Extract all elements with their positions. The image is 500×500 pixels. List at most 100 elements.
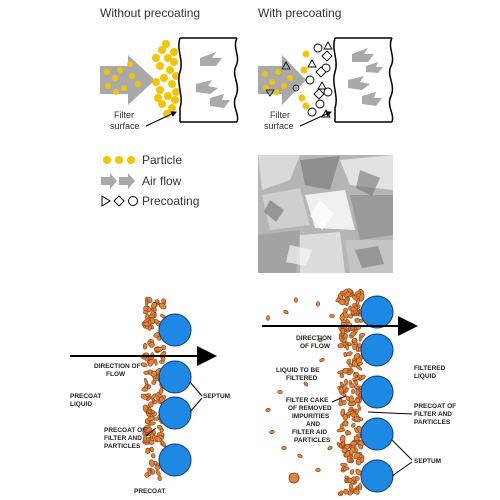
filter-box-right <box>333 37 394 123</box>
cake-particle <box>348 446 356 455</box>
panel-precoat: DIRECTION OF FLOW PRECOAT LIQUID SEPTUM … <box>70 296 230 495</box>
cake-particle <box>339 490 344 495</box>
cake-particle <box>144 377 149 386</box>
cake-particle <box>145 448 151 454</box>
cake-particle <box>148 401 154 408</box>
cake-particle <box>161 298 167 304</box>
filter-cake-label-5: FILTER AID <box>292 429 327 436</box>
precoat-pointer-left <box>145 427 157 437</box>
clogged-particles <box>152 40 180 118</box>
septum-circles-left <box>158 313 192 477</box>
cake-particle <box>355 346 360 352</box>
cake-particle <box>149 439 155 445</box>
cake-particle <box>145 393 151 397</box>
cake-particle <box>144 298 149 307</box>
filtered-liquid-label-2: LIQUID <box>414 373 436 380</box>
filter-surface-label-left-2: surface <box>110 121 140 131</box>
cake-particle <box>342 466 350 471</box>
panel-title-without: Without precoating <box>100 6 200 20</box>
cake-particle <box>142 342 148 350</box>
cake-particle <box>357 404 362 411</box>
direction-label-left-1: DIRECTION OF <box>94 363 141 370</box>
cake-particle <box>354 398 361 403</box>
precoat-filter-label-right-3: PARTICLES <box>414 419 451 426</box>
cake-particle <box>154 346 163 352</box>
legend-label-particle: Particle <box>142 153 182 167</box>
cake-particle <box>345 430 352 435</box>
air-flow-icon <box>101 173 135 189</box>
cake-particle <box>339 381 345 387</box>
cake-particle <box>342 420 349 427</box>
panel-without-precoating: Without precoating <box>100 6 239 131</box>
cake-particle <box>344 378 349 386</box>
cake-particle <box>355 458 362 466</box>
cake-particle <box>347 477 353 483</box>
cake-particle <box>294 297 298 303</box>
precoat-filter-label-left-3: PARTICLES <box>104 443 141 450</box>
cake-particle <box>358 332 366 338</box>
cake-particle <box>319 357 325 363</box>
cake-particle <box>338 401 344 407</box>
cake-particle <box>150 370 157 377</box>
direction-label-right-1: DIRECTION <box>296 335 332 342</box>
cake-particle <box>358 293 365 302</box>
cake-particle <box>143 310 149 315</box>
cake-particle <box>281 446 287 450</box>
cake-particle <box>335 297 341 303</box>
septum-label-left: SEPTUM <box>203 393 230 400</box>
precoating-icon <box>101 195 138 207</box>
cake-particle <box>352 337 358 344</box>
cake-particle <box>353 372 359 377</box>
cake-particle <box>148 342 155 348</box>
legend-label-air-flow: Air flow <box>142 174 182 188</box>
cake-particle <box>352 360 358 368</box>
precoat-filter-label-right-2: FILTER AND <box>414 411 452 418</box>
filter-cake-label-4: AND <box>306 421 320 428</box>
cake-particle <box>342 367 349 374</box>
cake-particle <box>329 314 335 318</box>
cake-particle <box>327 445 333 451</box>
cake-particle <box>269 430 275 434</box>
cake-particle <box>147 325 152 331</box>
filter-box-left <box>178 37 239 123</box>
filtered-liquid-label-1: FILTERED <box>414 365 446 372</box>
filter-cake-label-1: FILTER CAKE <box>286 397 329 404</box>
liquid-to-filter-label-1: LIQUID TO BE <box>276 367 320 374</box>
panel-with-precoating: With precoating <box>258 6 394 131</box>
cake-particle <box>341 392 347 397</box>
cake-particle <box>341 447 348 454</box>
cake-particle <box>353 489 360 495</box>
cake-particle <box>151 302 157 309</box>
panel-filter-cake: DIRECTION OF FLOW LIQUID TO BE FILTERED … <box>262 288 456 497</box>
cake-particle <box>349 469 355 475</box>
cake-particle <box>346 455 352 464</box>
cake-particle <box>355 389 360 396</box>
filter-pointer-left <box>145 111 177 127</box>
precoat-filter-label-left-1: PRECOAT OF <box>104 427 146 434</box>
cake-particle <box>315 468 321 472</box>
septum-pointer-left-1 <box>189 381 203 397</box>
cake-particle <box>340 408 345 417</box>
septum-pointer-right-2 <box>391 461 413 477</box>
septum-label-right: SEPTUM <box>414 458 441 465</box>
cake-particle <box>155 469 161 477</box>
cake-particle <box>148 459 155 467</box>
panel-title-with: With precoating <box>258 6 341 20</box>
cake-particle <box>351 388 356 394</box>
cake-particle <box>283 309 289 315</box>
direction-label-left-2: FLOW <box>106 371 126 378</box>
legend-label-precoating: Precoating <box>142 194 199 208</box>
cake-particle <box>147 469 152 477</box>
cake-particle <box>277 390 283 394</box>
cake-particle <box>159 360 165 364</box>
filter-cake-label-3: IMPURITIES <box>292 413 330 420</box>
cake-particle <box>156 424 163 430</box>
septum-pointer-left-2 <box>189 397 203 413</box>
precoating-layer <box>305 41 333 118</box>
cake-particle <box>147 415 155 422</box>
septum-circles-right <box>360 295 394 493</box>
cake-particle <box>150 453 156 459</box>
precoat-label-bottom: PRECOAT <box>134 488 165 495</box>
cake-particle <box>149 317 155 325</box>
septum-pointer-right-1 <box>391 439 413 461</box>
